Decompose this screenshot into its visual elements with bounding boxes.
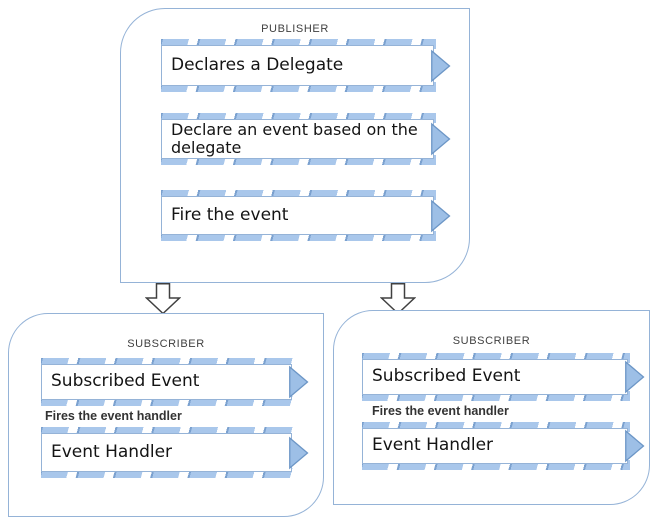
publisher-box: PUBLISHER Declares a Delegate Declare an…	[120, 8, 470, 283]
down-block-arrow-icon-right	[380, 283, 416, 315]
banner-text: Declares a Delegate	[161, 45, 434, 86]
stripe-band-icon	[362, 391, 630, 401]
stripe-band-icon	[41, 468, 294, 478]
stripe-band-icon	[41, 358, 294, 368]
banner-event-handler: Event Handler	[41, 427, 309, 478]
stripe-band-icon	[362, 460, 630, 470]
stripe-band-icon	[161, 82, 436, 92]
stripe-band-icon	[41, 396, 294, 406]
banner-text: Subscribed Event	[41, 364, 292, 400]
stripe-band-icon	[362, 422, 630, 432]
banner-event-handler: Event Handler	[362, 422, 645, 470]
banner-text: Fire the event	[161, 196, 434, 235]
right-arrowhead-icon	[431, 122, 451, 156]
stripe-band-icon	[161, 190, 436, 200]
publisher-label: PUBLISHER	[261, 23, 329, 35]
right-arrowhead-icon	[625, 360, 645, 394]
right-arrowhead-icon	[625, 429, 645, 463]
subscriber-label: SUBSCRIBER	[127, 338, 205, 350]
banner-subscribed-event: Subscribed Event	[362, 353, 645, 401]
right-arrowhead-icon	[431, 199, 451, 232]
banner-text: Event Handler	[41, 433, 292, 472]
subscriber-box-right: SUBSCRIBER Subscribed Event Fires the ev…	[333, 310, 650, 505]
stripe-band-icon	[41, 427, 294, 437]
banner-declare-event: Declare an event based on the delegate	[161, 113, 451, 165]
banner-text: Declare an event based on the delegate	[161, 119, 434, 159]
banner-declares-delegate: Declares a Delegate	[161, 39, 451, 92]
subscriber-label: SUBSCRIBER	[452, 335, 531, 347]
banner-subscribed-event: Subscribed Event	[41, 358, 309, 406]
stripe-band-icon	[161, 113, 436, 123]
right-arrowhead-icon	[431, 49, 451, 82]
fires-handler-note: Fires the event handler	[45, 409, 182, 423]
right-arrowhead-icon	[289, 365, 309, 399]
stripe-band-icon	[362, 353, 630, 363]
down-block-arrow-icon-left	[145, 283, 181, 315]
stripe-band-icon	[161, 155, 436, 165]
banner-text: Event Handler	[362, 428, 628, 464]
right-arrowhead-icon	[289, 436, 309, 469]
stripe-band-icon	[161, 39, 436, 49]
banner-text: Subscribed Event	[362, 359, 628, 395]
subscriber-box-left: SUBSCRIBER Subscribed Event Fires the ev…	[8, 313, 324, 517]
banner-fire-event: Fire the event	[161, 190, 451, 241]
fires-handler-note: Fires the event handler	[372, 404, 509, 418]
stripe-band-icon	[161, 231, 436, 241]
